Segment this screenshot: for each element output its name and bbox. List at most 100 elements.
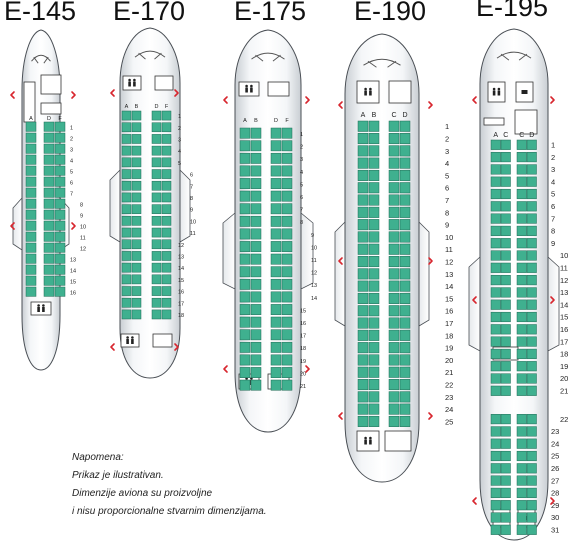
seat [250,241,262,252]
seat-column-label: D [402,112,407,119]
seat [388,391,400,403]
seat [281,329,293,341]
row-number: 14 [311,296,317,302]
seat [161,286,172,296]
row-number: 14 [178,266,184,272]
seat [151,157,162,168]
row-number: 8 [190,196,193,202]
seat-column-label: A [125,104,129,110]
seat [500,463,511,474]
seat [54,132,66,143]
row-number: 12 [445,257,453,266]
seat [490,336,501,347]
lavatory-icon [356,430,380,452]
person-body [364,439,367,445]
seat [239,140,251,152]
seat [161,134,172,144]
seat [399,133,411,145]
galley-area [267,81,290,97]
seat [357,305,369,317]
seat [250,304,262,315]
row-number: 19 [300,359,306,365]
row-number: 14 [445,282,453,291]
seat [500,414,511,425]
seat-column-label: D [274,118,278,124]
seat [388,243,400,255]
seat [121,169,132,179]
row-number: 1 [178,114,181,120]
seat [281,354,293,366]
seat [526,238,537,249]
row-number: 13 [70,257,76,263]
seat [526,487,537,498]
seat [516,463,527,474]
row-number: 13 [178,254,184,260]
aircraft-title-e190: E-190 [354,0,427,26]
seat [526,188,537,200]
row-number: 19 [560,362,568,371]
seat [526,311,537,323]
seat [388,206,400,218]
seat [161,251,172,261]
seat [516,512,527,523]
seat [368,243,380,255]
seat [526,385,537,396]
seat [281,178,293,189]
seat [270,329,282,341]
seat [151,204,162,214]
seat [270,178,282,189]
lavatory-box [30,301,52,316]
seat [25,187,37,198]
lavatory-icon [356,80,380,104]
seat [357,133,369,145]
exit-arrow-icon [305,365,310,373]
seat [516,385,527,396]
row-number: 30 [551,513,559,522]
exit-arrow-icon [338,101,343,109]
seat [368,342,380,354]
cockpit-window-arc [134,50,166,58]
seat [357,268,369,280]
cockpit-window-frame [500,53,528,61]
person-head [37,304,40,307]
seat [131,110,142,121]
seat [526,139,537,150]
seat [25,242,37,253]
exit-arrow-icon [110,89,115,97]
seat [526,438,537,449]
seat [516,262,527,273]
seat [281,127,293,139]
seat [388,169,400,181]
seat [526,348,537,359]
row-number: 26 [551,464,559,473]
row-number: 17 [178,301,184,307]
aircraft-title-e145: E-145 [4,0,77,26]
seat [399,366,411,378]
seat [388,366,400,378]
seat [121,122,132,133]
seat [399,231,411,243]
seat [399,182,411,194]
seat [490,188,501,200]
seat [490,524,501,535]
seat [500,225,511,236]
seat [25,154,37,165]
galley-area [152,333,173,348]
seat [490,275,501,286]
seat [357,169,369,181]
seat [399,280,411,292]
seat [500,500,511,511]
lavatory-box [356,80,380,104]
seat [388,231,400,243]
seat [250,329,262,341]
row-number: 8 [445,208,449,217]
seat [25,132,37,143]
exit-arrow-icon [550,96,555,104]
seat [43,154,55,165]
wing [222,212,236,290]
seat-column-label: B [372,112,377,119]
